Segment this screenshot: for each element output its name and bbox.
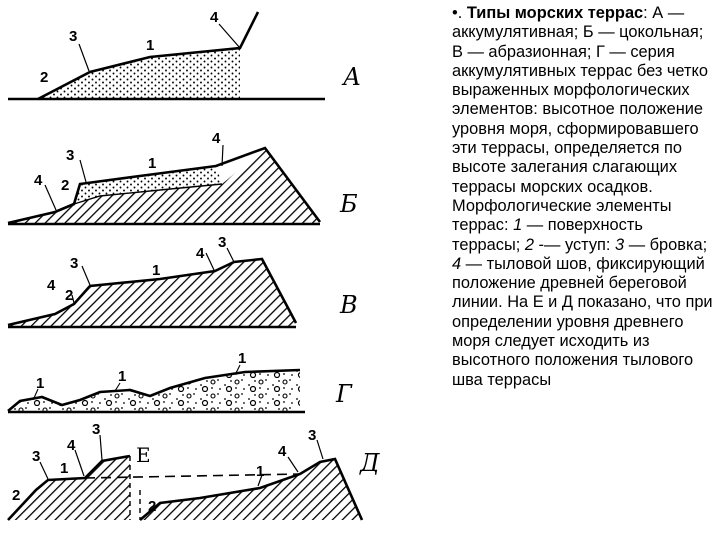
caption-n3: 3 — [615, 235, 625, 254]
panel-e-surface — [7, 454, 131, 521]
panel-b-socle: 3 1 4 4 2 Б — [7, 130, 358, 226]
label-d-3: 3 — [308, 427, 316, 444]
caption-text: : А — аккумулятивная; Б — цокольная; В —… — [452, 4, 708, 235]
panel-letter-e: Е — [136, 443, 151, 467]
panel-letter-a: А — [341, 63, 361, 91]
label-v-4-left: 4 — [47, 277, 56, 294]
label-d-4: 4 — [278, 443, 287, 460]
caption-t2: -— уступ: — [534, 235, 616, 254]
label-d-2: 2 — [12, 487, 20, 504]
label-g-1-c: 1 — [238, 350, 246, 367]
sea-level-line — [84, 473, 301, 479]
caption-n2: 2 — [524, 235, 534, 254]
panel-a-deposits — [38, 48, 240, 99]
panel-g-terrace-series: 1 1 1 Г — [7, 350, 353, 414]
caption-t3: — бровка; — [624, 235, 708, 254]
label-e-3-top: 3 — [92, 421, 100, 438]
caption-n1: 1 — [513, 216, 523, 235]
label-v-4: 4 — [196, 245, 205, 262]
caption-t1: — поверхность террасы; — [452, 216, 643, 254]
label-e-2: 2 — [148, 498, 156, 515]
label-a-2: 2 — [40, 69, 48, 86]
label-b-2: 2 — [61, 177, 69, 194]
panel-letter-g: Г — [335, 380, 353, 408]
caption-n4: 4 — [452, 254, 462, 273]
figure-caption: •. Типы морских террас: А — аккумулятивн… — [452, 4, 714, 390]
label-v-1: 1 — [152, 262, 160, 279]
marine-terraces-figure: 3 1 2 4 А 3 1 4 4 2 Б 3 1 4 3 4 2 — [7, 9, 380, 521]
label-g-1-a: 1 — [36, 375, 44, 392]
panel-letter-d: Д — [359, 449, 380, 477]
panel-e-bedrock — [8, 456, 130, 520]
label-g-1-b: 1 — [118, 368, 126, 385]
label-b-3: 3 — [66, 147, 74, 164]
label-e-4: 4 — [67, 437, 76, 454]
caption-prefix: •. — [452, 4, 467, 22]
panel-v-abrasion: 3 1 4 3 4 2 В — [7, 234, 358, 329]
label-b-1: 1 — [148, 155, 156, 172]
panel-letter-v: В — [339, 291, 358, 319]
label-b-4: 4 — [34, 172, 43, 189]
panel-v-bedrock — [8, 259, 296, 326]
label-v-3-right: 3 — [218, 234, 226, 251]
label-v-3-left: 3 — [70, 255, 78, 272]
label-e-1: 1 — [60, 460, 68, 477]
label-a-4: 4 — [210, 9, 219, 26]
panel-b-bedrock — [8, 148, 320, 223]
label-v-2: 2 — [65, 287, 73, 304]
panel-b-surface — [7, 146, 322, 225]
label-e-3: 3 — [32, 448, 40, 465]
label-a-3: 3 — [69, 28, 77, 45]
panel-v-surface — [7, 257, 298, 327]
panel-letter-b: Б — [339, 190, 358, 218]
panel-d-surface — [139, 457, 364, 521]
panel-g-deposits — [8, 370, 300, 411]
caption-t4: — тыловой шов, фиксирующий положение дре… — [452, 254, 713, 389]
panel-e-d: 3 1 4 3 2 Е 2 1 4 3 Д — [7, 421, 380, 521]
caption-title: Типы морских террас — [466, 4, 644, 22]
label-d-1: 1 — [256, 463, 264, 480]
panel-a-accumulative: 3 1 2 4 А — [8, 9, 361, 101]
label-a-1: 1 — [146, 37, 154, 54]
panel-a-surface — [37, 11, 260, 101]
label-b-4-back: 4 — [212, 130, 221, 147]
